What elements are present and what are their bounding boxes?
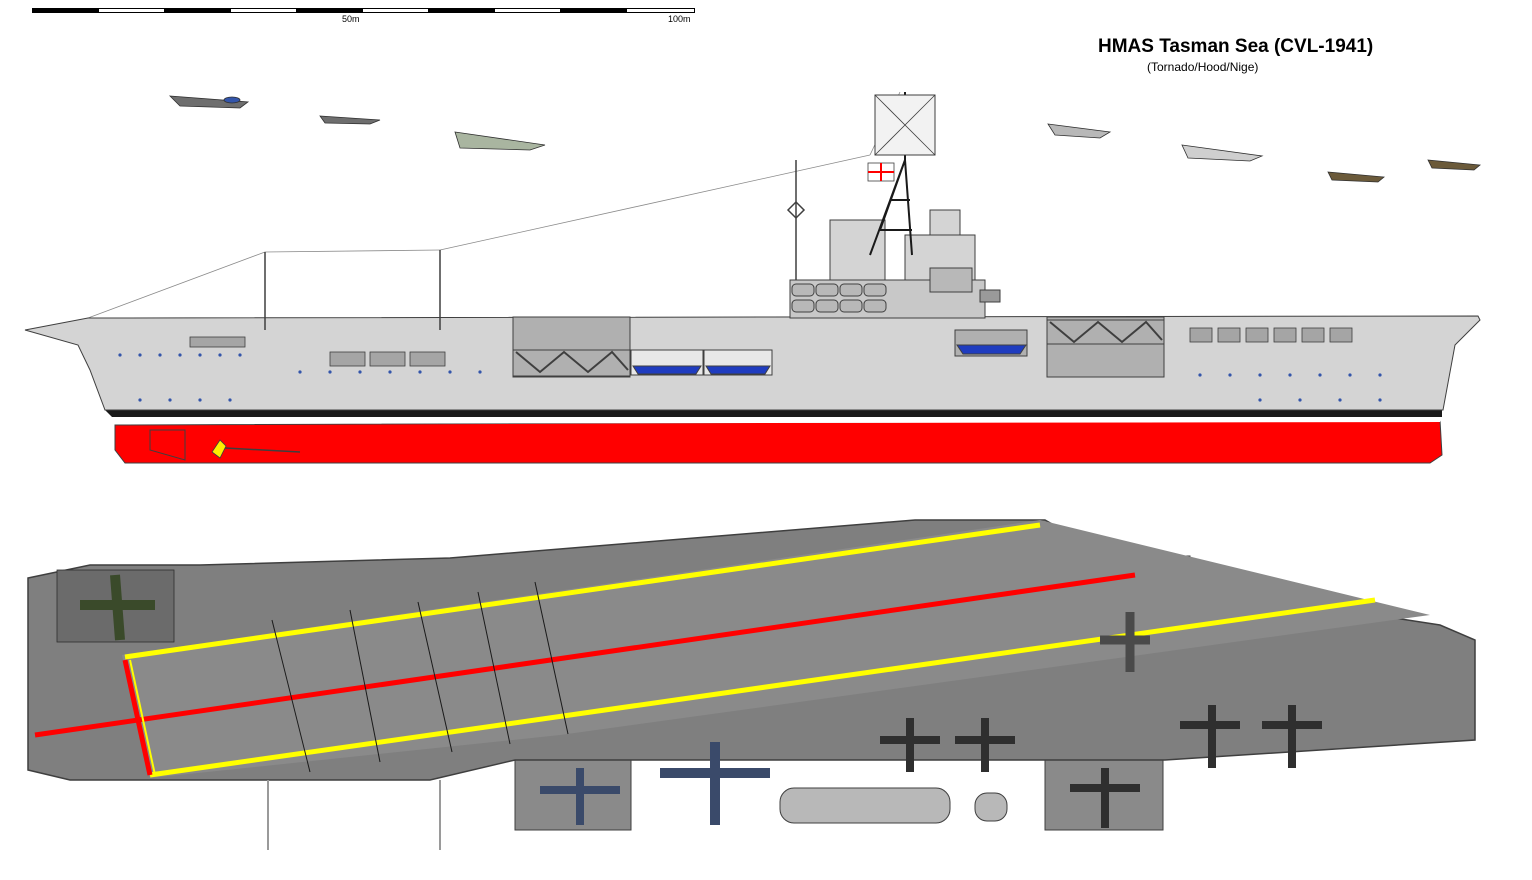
boot-topping bbox=[105, 410, 1442, 417]
landing-area bbox=[122, 520, 1430, 778]
scale-segment bbox=[362, 8, 429, 13]
ship-boats bbox=[630, 329, 1028, 376]
drawing-title: HMAS Tasman Sea (CVL-1941) bbox=[1098, 36, 1374, 57]
signal-masts bbox=[264, 160, 806, 330]
scale-segment bbox=[626, 8, 695, 13]
scale-segment bbox=[164, 8, 231, 13]
rigging-lines bbox=[87, 91, 901, 319]
scale-label-mid: 50m bbox=[342, 14, 360, 24]
scale-segment bbox=[98, 8, 165, 13]
waterline-band bbox=[112, 417, 1442, 424]
scale-segment bbox=[560, 8, 627, 13]
lattice-mast bbox=[869, 92, 936, 256]
scale-bar: 50m 100m bbox=[32, 8, 697, 28]
scale-segment bbox=[230, 8, 297, 13]
lower-hull bbox=[114, 419, 1443, 464]
scale-segment bbox=[296, 8, 363, 13]
scale-segment bbox=[428, 8, 495, 13]
flight-deck-plan bbox=[27, 519, 1476, 850]
hangar-cutaway-aft bbox=[512, 316, 631, 378]
scale-segment bbox=[32, 8, 99, 13]
aircraft-top-icon bbox=[56, 569, 1322, 828]
deck-markings bbox=[34, 522, 1376, 778]
scale-label-end: 100m bbox=[668, 14, 691, 24]
mast-stubs bbox=[267, 780, 441, 850]
white-ensign-flag-icon bbox=[867, 162, 895, 182]
side-openings bbox=[189, 327, 1353, 367]
rudder bbox=[149, 429, 186, 461]
island-superstructure bbox=[789, 209, 1001, 319]
aircraft-side-icon bbox=[168, 95, 1481, 183]
ship-side-profile bbox=[24, 91, 1481, 464]
propeller-icon bbox=[211, 439, 301, 459]
portholes bbox=[118, 353, 1382, 402]
drawing-credits: (Tornado/Hood/Nige) bbox=[1147, 60, 1259, 74]
hangar-cutaway-fwd bbox=[1046, 316, 1165, 378]
scale-segment bbox=[494, 8, 561, 13]
arrestor-wires bbox=[271, 581, 569, 773]
